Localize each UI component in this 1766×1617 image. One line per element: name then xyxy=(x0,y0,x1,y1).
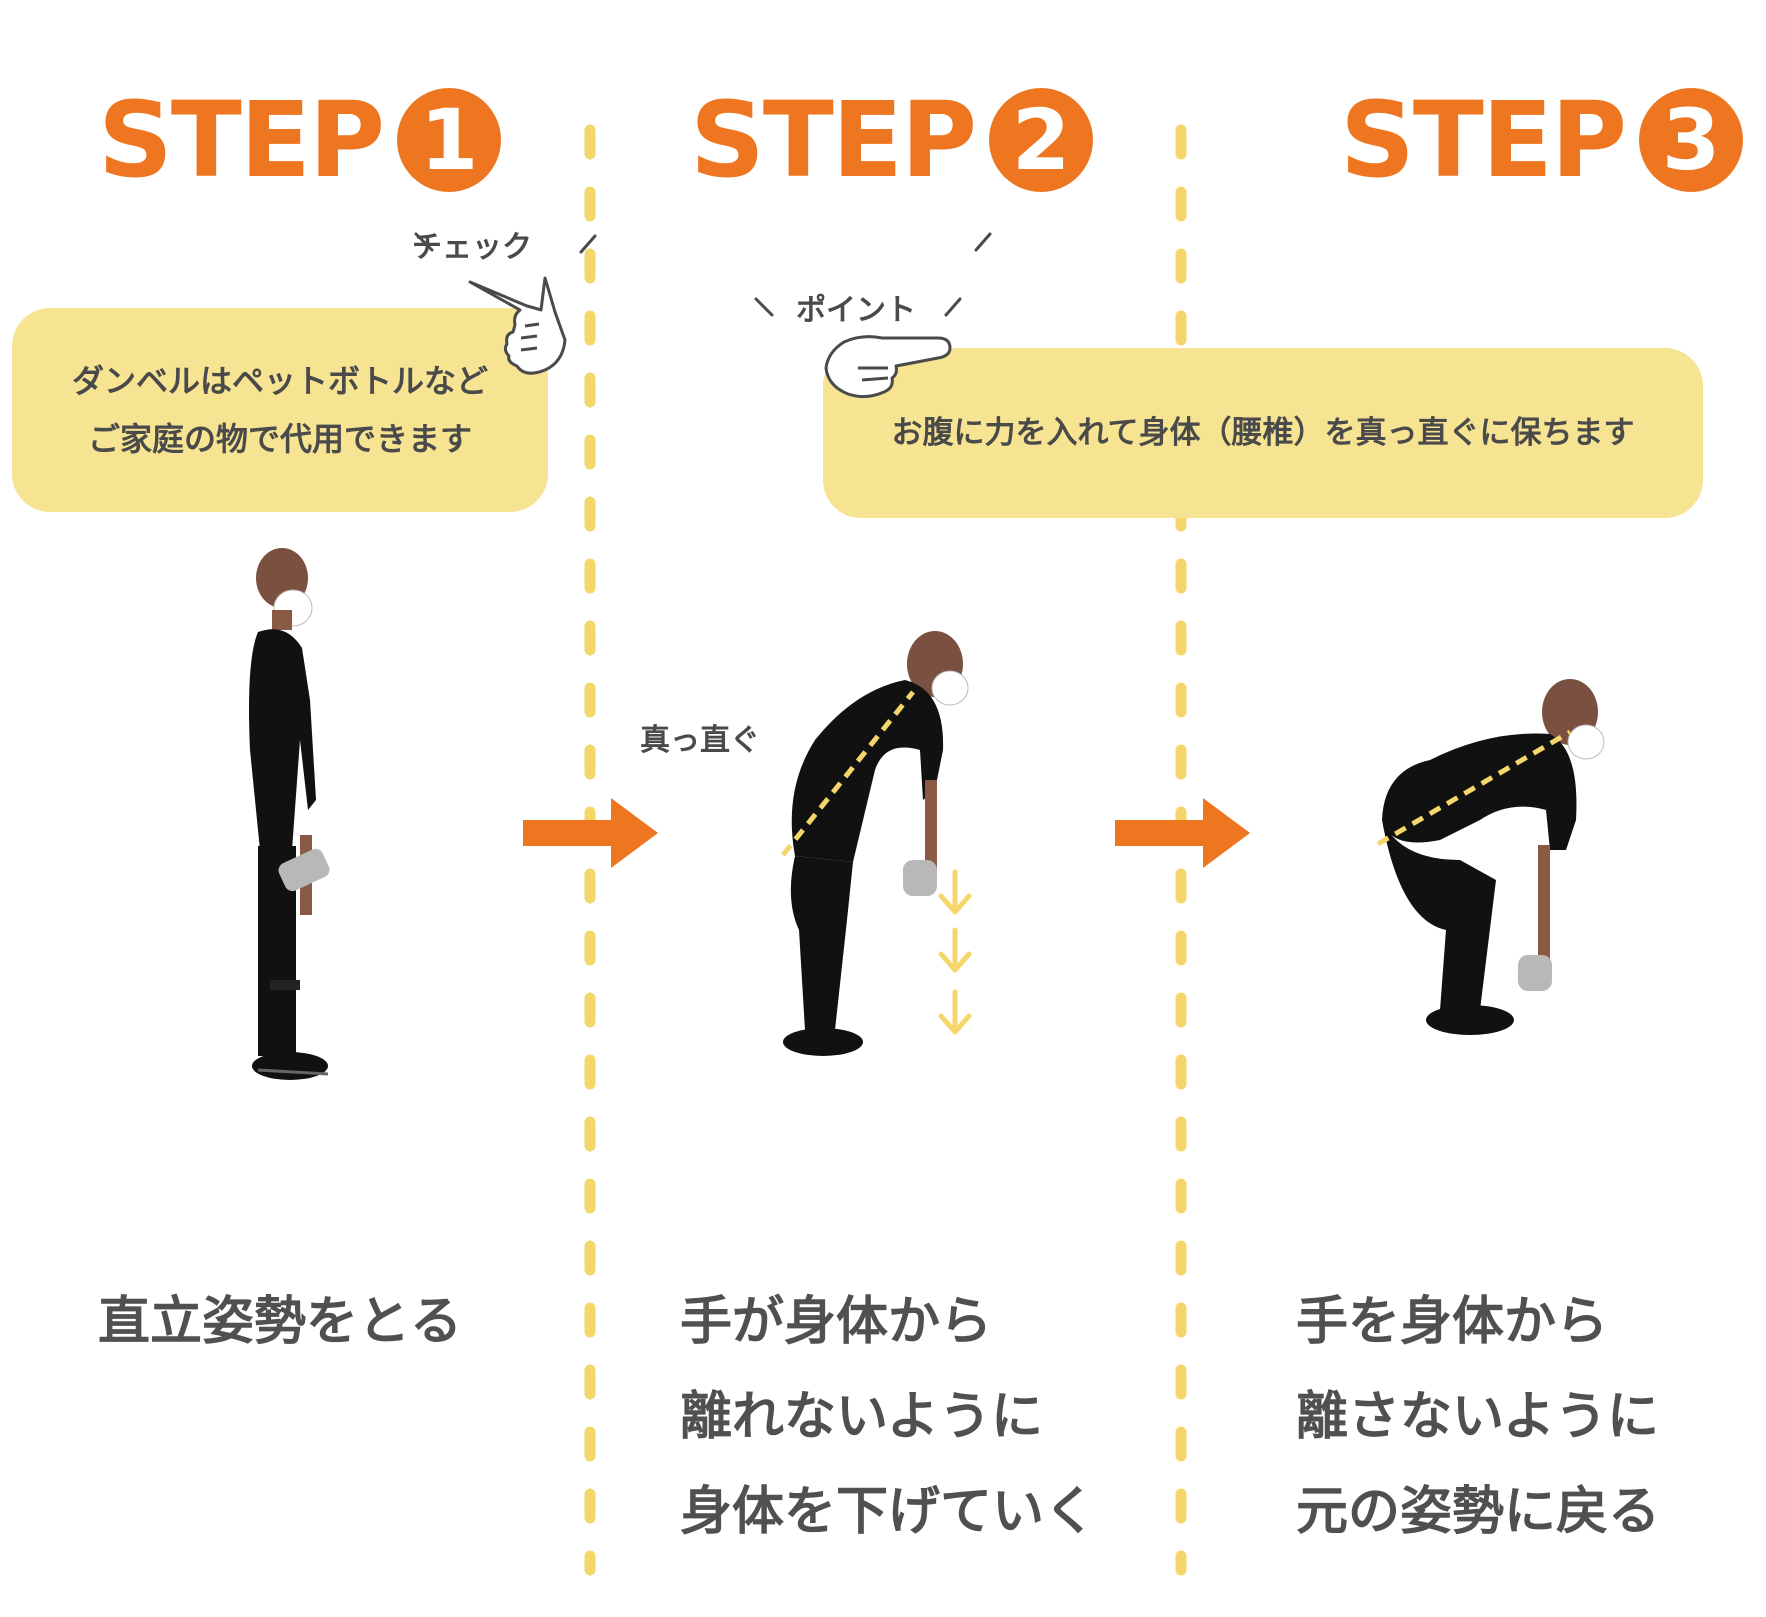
check-bubble: ダンベルはペットボトルなど ご家庭の物で代用できます xyxy=(12,308,548,512)
check-tag-right-spark-icon xyxy=(579,234,597,254)
point-tag-right-spark-icon xyxy=(944,297,962,317)
step-2-caption-line-2: 離れないように xyxy=(680,1387,1043,1447)
divider-2 xyxy=(1175,124,1187,1576)
person-standing-figure xyxy=(249,548,330,1080)
right-arrow-icon-1 xyxy=(523,798,658,868)
divider-1 xyxy=(584,124,596,1576)
straight-label: 真っ直ぐ xyxy=(640,715,760,759)
check-tag-sparks-icon xyxy=(414,232,992,252)
right-arrow-icon-2 xyxy=(1115,798,1250,868)
pointing-hand-icon xyxy=(824,335,952,399)
step-3-header: STEP 3 xyxy=(1340,79,1744,201)
step-2-caption-line-3: 身体を下げていく xyxy=(680,1482,1097,1542)
down-arrow-icon-2 xyxy=(938,927,972,973)
check-tag-label: チェック xyxy=(412,230,532,265)
person-bending-figure xyxy=(781,631,969,1056)
point-tag-label: ポイント xyxy=(796,293,916,328)
step-2-caption-line-1: 手が身体から xyxy=(680,1292,993,1352)
step-2-header: STEP 2 xyxy=(690,79,1094,201)
point-tag: ポイント xyxy=(796,285,916,329)
step-3-word: STEP xyxy=(1340,79,1627,201)
check-bubble-line-2: ご家庭の物で代用できます xyxy=(87,420,472,458)
down-arrow-icon-1 xyxy=(938,869,972,915)
step-3-caption: 手を身体から 離さないように 元の姿勢に戻る xyxy=(1296,1275,1660,1560)
step-1-caption: 直立姿勢をとる xyxy=(98,1275,462,1370)
point-bubble-text: お腹に力を入れて身体（腰椎）を真っ直ぐに保ちます xyxy=(891,415,1635,451)
check-tag: チェック xyxy=(412,222,532,266)
step-1-caption-line-1: 直立姿勢をとる xyxy=(98,1292,463,1352)
straight-label-text: 真っ直ぐ xyxy=(640,723,760,758)
step-1-header: STEP 1 xyxy=(98,79,502,201)
step-3-caption-line-3: 元の姿勢に戻る xyxy=(1296,1482,1661,1542)
step-1-word: STEP xyxy=(98,79,385,201)
step-2-caption: 手が身体から 離れないように 身体を下げていく xyxy=(680,1275,1096,1560)
step-1-number-badge: 1 xyxy=(397,88,502,192)
step-2-number-badge: 2 xyxy=(989,88,1094,192)
down-arrow-icon-3 xyxy=(938,989,972,1035)
step-3-caption-line-1: 手を身体から xyxy=(1296,1292,1609,1352)
person-squat-figure xyxy=(1376,679,1605,1035)
check-bubble-line-1: ダンベルはペットボトルなど xyxy=(71,362,488,400)
step-3-caption-line-2: 離さないように xyxy=(1296,1387,1659,1447)
point-tag-left-spark-icon xyxy=(754,297,774,317)
checking-hand-icon xyxy=(468,276,567,375)
point-bubble: お腹に力を入れて身体（腰椎）を真っ直ぐに保ちます xyxy=(823,348,1703,518)
step-3-number-badge: 3 xyxy=(1639,88,1744,192)
step-2-word: STEP xyxy=(690,79,977,201)
